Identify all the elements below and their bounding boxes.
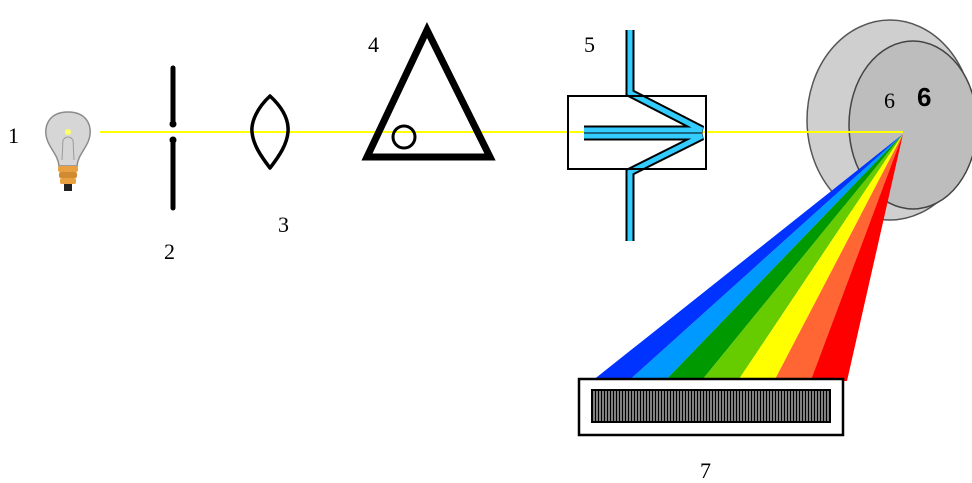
label-4: 4 [368,32,379,57]
spectrum-fan [592,134,903,381]
prism [361,21,496,161]
label-2: 2 [164,239,175,264]
spectrum-band [664,134,903,381]
label-3: 3 [278,212,289,237]
label-7: 7 [700,458,711,483]
label-5: 5 [584,32,595,57]
spectrum-band [592,134,903,381]
flow-cell [567,30,707,241]
slit [169,65,177,211]
lens [250,94,290,170]
label-6-bold: 6 [917,82,931,112]
light-bulb-icon [45,111,91,191]
detector-array [577,377,845,437]
spectrum-band [810,134,903,381]
label-1: 1 [8,123,19,148]
spectrum-band [774,134,903,381]
label-6: 6 [884,88,895,113]
spectrum-band [737,134,903,381]
spectrum-band [628,134,903,381]
spectrum-band [701,134,903,381]
